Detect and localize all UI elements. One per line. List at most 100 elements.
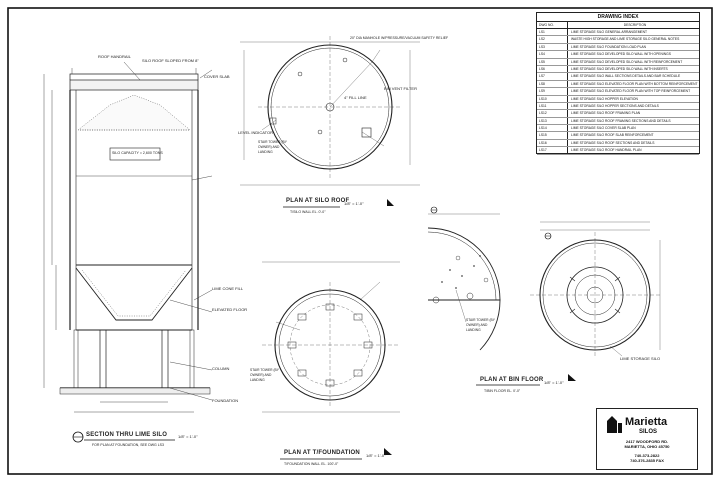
drawing-index-header: DWG NO. DESCRIPTION	[537, 22, 699, 29]
drawing-number: LS7	[537, 73, 568, 80]
dust-filter-label: BIN VENT FILTER	[384, 86, 417, 91]
silo-capacity-label: SILO CAPACITY = 2,600 TONS	[112, 151, 163, 155]
foundation-plan-title: PLAN AT T/FOUNDATION	[284, 450, 360, 456]
cover-slab-label: COVER SLAB	[204, 74, 230, 79]
drawing-number: LS14	[537, 125, 568, 132]
bin-floor-plan	[427, 213, 661, 358]
roof-plan-note: T/SILO WALL EL. 0'-0"	[290, 210, 326, 214]
section-markers	[430, 206, 552, 240]
company-logo: Marietta SILOS	[607, 416, 668, 435]
foundation-plan-scale: 1/8" = 1'-0"	[366, 453, 386, 458]
drawing-description: LIME STORAGE SILO HOPPER SECTIONS AND DE…	[571, 103, 659, 108]
stair-tower-label-bin: STAIR TOWER (BY OWNER) AND LANDING	[466, 318, 495, 332]
bin-floor-plan-note: T/BIN FLOOR EL. 0'-0"	[484, 389, 521, 393]
drawing-number: LS3	[537, 43, 568, 51]
foundation-label: FOUNDATION	[212, 398, 239, 403]
drawing-description: LIME STORAGE SILO DEVELOPED SILO WALL WI…	[571, 52, 671, 57]
drawing-description: LIME STORAGE SILO ELEVATED FLOOR PLAN WI…	[571, 89, 691, 94]
section-view-scale: 1/8" = 1'-0"	[178, 434, 198, 439]
lime-cone-fill-label: LIME CONE FILL	[212, 286, 244, 291]
sheet-border	[7, 7, 713, 475]
drawing-description: LIME STORAGE SILO ROOF FRAMING SECTIONS …	[571, 118, 671, 123]
bin-floor-plan-title: PLAN AT BIN FLOOR	[480, 377, 544, 383]
section-view-title: SECTION THRU LIME SILO	[86, 432, 168, 438]
fill-line-label: 4" FILL LINE	[344, 95, 367, 100]
drawing-number: LS12	[537, 110, 568, 117]
drawing-number: LS6	[537, 65, 568, 73]
drawing-number: LS15	[537, 132, 568, 139]
company-sub: SILOS	[639, 429, 657, 435]
drawing-description: LIME STORAGE SILO GENERAL ARRANGEMENT	[571, 30, 648, 34]
drawing-number: LS1	[537, 29, 568, 36]
drawing-description: LIME STORAGE SILO ELEVATED FLOOR PLAN WI…	[571, 81, 698, 86]
silo-logo-icon	[607, 416, 617, 433]
phone: 740-373-2822	[634, 453, 660, 458]
drawing-description: LIME STORAGE SILO ROOF HANDRAIL PLAN	[571, 148, 642, 153]
lime-storage-silo-label: LIME STORAGE SILO	[620, 356, 661, 361]
drawing-number: LS13	[537, 117, 568, 125]
drawing-description: WASTE HIGH STORAGE AND LIME STORAGE SILO…	[571, 37, 680, 42]
drawing-number: LS8	[537, 80, 568, 88]
address-line-1: 2417 WOODFORD RD.	[625, 439, 669, 444]
drawing-index-title: DRAWING INDEX	[537, 13, 699, 22]
stair-tower-label-roof: STAIR TOWER (BY OWNER) AND LANDING	[258, 140, 287, 154]
drawing-description: LIME STORAGE SILO FOUNDATION LOAD PLAN	[571, 44, 646, 49]
title-block: Marietta SILOS 2417 WOODFORD RD. MARIETT…	[596, 408, 698, 470]
company-name: Marietta	[625, 416, 668, 428]
drawing-description: LIME STORAGE SILO COVER SLAB PLAN	[571, 126, 636, 131]
drawing-description: LIME STORAGE SILO ROOF FRAMING PLAN	[571, 111, 641, 116]
roof-plan	[240, 36, 420, 186]
fax: 740-376-2835 FAX	[630, 458, 664, 463]
foundation-plan-note: T/FOUNDATION WALL EL. 100'-0"	[284, 462, 339, 466]
roof-slope-label: SILO ROOF SLOPED FROM 8"	[142, 58, 199, 63]
section-view-note: FOR PLAN AT FOUNDATION, SEE DWG LS3	[92, 443, 164, 447]
stair-tower-label-foundation: STAIR TOWER (BY OWNER) AND LANDING	[250, 368, 279, 382]
drawing-number: LS16	[537, 139, 568, 147]
drawing-number: LS4	[537, 51, 568, 58]
drawing-description: LIME STORAGE SILO ROOF SLAB REINFORCEMEN…	[571, 133, 654, 138]
manhole-label: 20" DIA MANHOLE W/PRESSURE/VACUUM SAFETY…	[350, 36, 449, 40]
section-title-marker	[72, 431, 175, 443]
section-view	[43, 61, 213, 413]
drawing-number: LS10	[537, 95, 568, 102]
drawing-description: LIME STORAGE SILO DEVELOPED SILO WALL WI…	[571, 66, 668, 71]
drawing-number: LS17	[537, 147, 568, 154]
drawing-number: LS2	[537, 36, 568, 43]
level-indicator-label: LEVEL INDICATOR	[238, 130, 274, 135]
foundation-title-marker	[280, 448, 392, 460]
roof-title-marker	[283, 199, 394, 208]
column-label: COLUMN	[212, 366, 230, 371]
drawing-number: LS5	[537, 58, 568, 65]
col-description: DESCRIPTION	[623, 23, 647, 27]
roof-plan-scale: 1/8" = 1'-0"	[344, 201, 364, 206]
drawing-description: LIME STORAGE SILO WALL SECTIONS DETAILS …	[571, 74, 681, 79]
roof-plan-title: PLAN AT SILO ROOF	[286, 198, 350, 204]
foundation-plan	[262, 261, 400, 413]
drawing-description: LIME STORAGE SILO DEVELOPED SILO WALL WI…	[571, 59, 683, 64]
address-line-2: MARIETTA, OHIO 45750	[624, 444, 670, 449]
drawing-description: LIME STORAGE SILO HOPPER ELEVATION	[571, 96, 638, 101]
drawing-number: LS11	[537, 102, 568, 110]
bin-floor-plan-scale: 1/8" = 1'-0"	[544, 380, 564, 385]
elevated-floor-label: ELEVATED FLOOR	[212, 307, 248, 312]
bin-floor-title-marker	[476, 374, 576, 386]
